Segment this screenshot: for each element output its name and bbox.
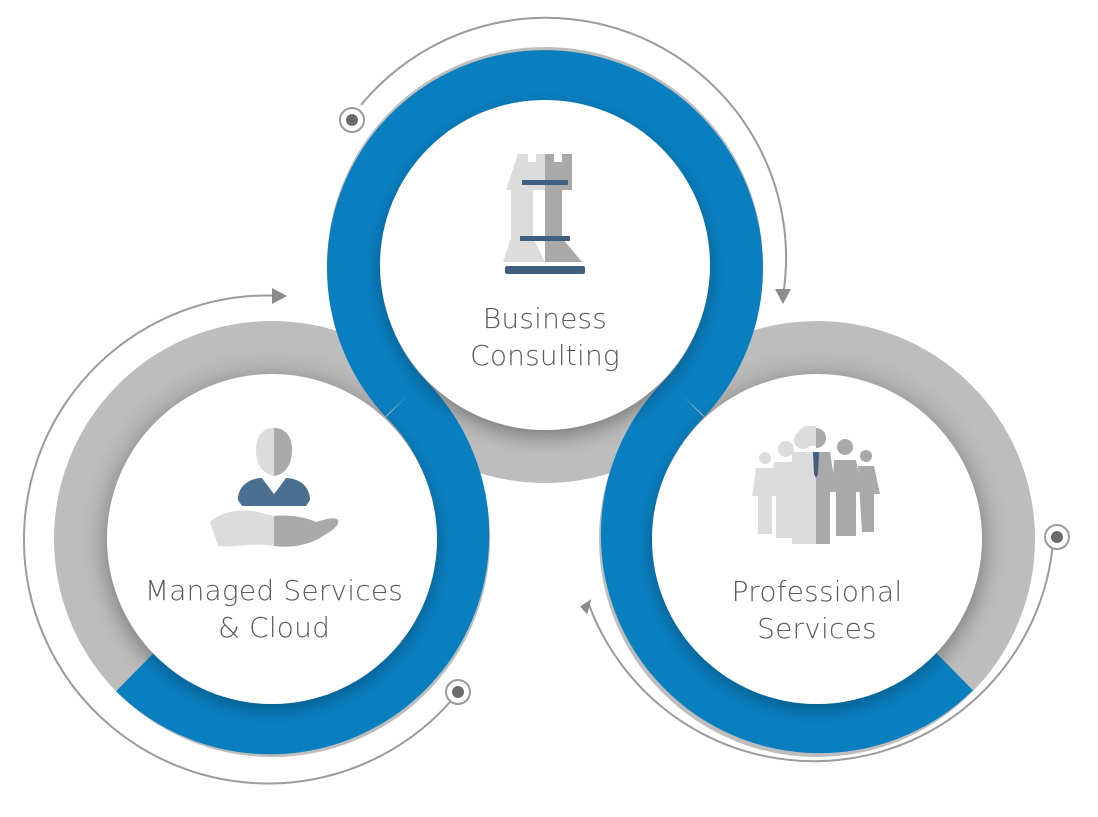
orbit-arc-left <box>22 294 457 785</box>
node-label-managed-services-cloud-line2: & Cloud <box>217 611 331 644</box>
disc-top <box>380 100 710 430</box>
node-label-business-consulting-line2: Consulting <box>470 339 620 372</box>
orbit-arrows <box>272 288 791 615</box>
orbit-dots <box>339 107 1070 705</box>
node-label-business-consulting: Business Consulting <box>395 300 695 374</box>
arrow-head-right <box>580 599 592 615</box>
arrow-head-top <box>775 289 791 304</box>
node-label-professional-services-line2: Services <box>757 612 877 645</box>
chess-rook-icon <box>503 154 585 274</box>
node-label-managed-services-cloud: Managed Services & Cloud <box>124 572 424 646</box>
arrow-head-left <box>272 288 287 304</box>
orbit-dot-top <box>339 107 365 133</box>
ring-blue-left <box>116 378 490 755</box>
ring-blue-top <box>327 50 763 417</box>
orbit-arc-top <box>360 16 788 297</box>
node-label-professional-services-line1: Professional <box>731 575 903 608</box>
orbit-dot-left <box>445 679 471 705</box>
node-label-professional-services: Professional Services <box>667 573 967 647</box>
node-label-managed-services-cloud-line1: Managed Services <box>144 574 404 607</box>
people-group-icon <box>752 426 880 544</box>
blue-ring-segments <box>116 50 973 755</box>
orbit-arc-right <box>587 542 1054 763</box>
orbit-arcs <box>22 16 1054 785</box>
node-label-business-consulting-line1: Business <box>482 302 608 335</box>
orbit-dot-right <box>1044 524 1070 550</box>
person-hand-icon <box>210 428 339 547</box>
ring-blue-right <box>600 378 973 754</box>
